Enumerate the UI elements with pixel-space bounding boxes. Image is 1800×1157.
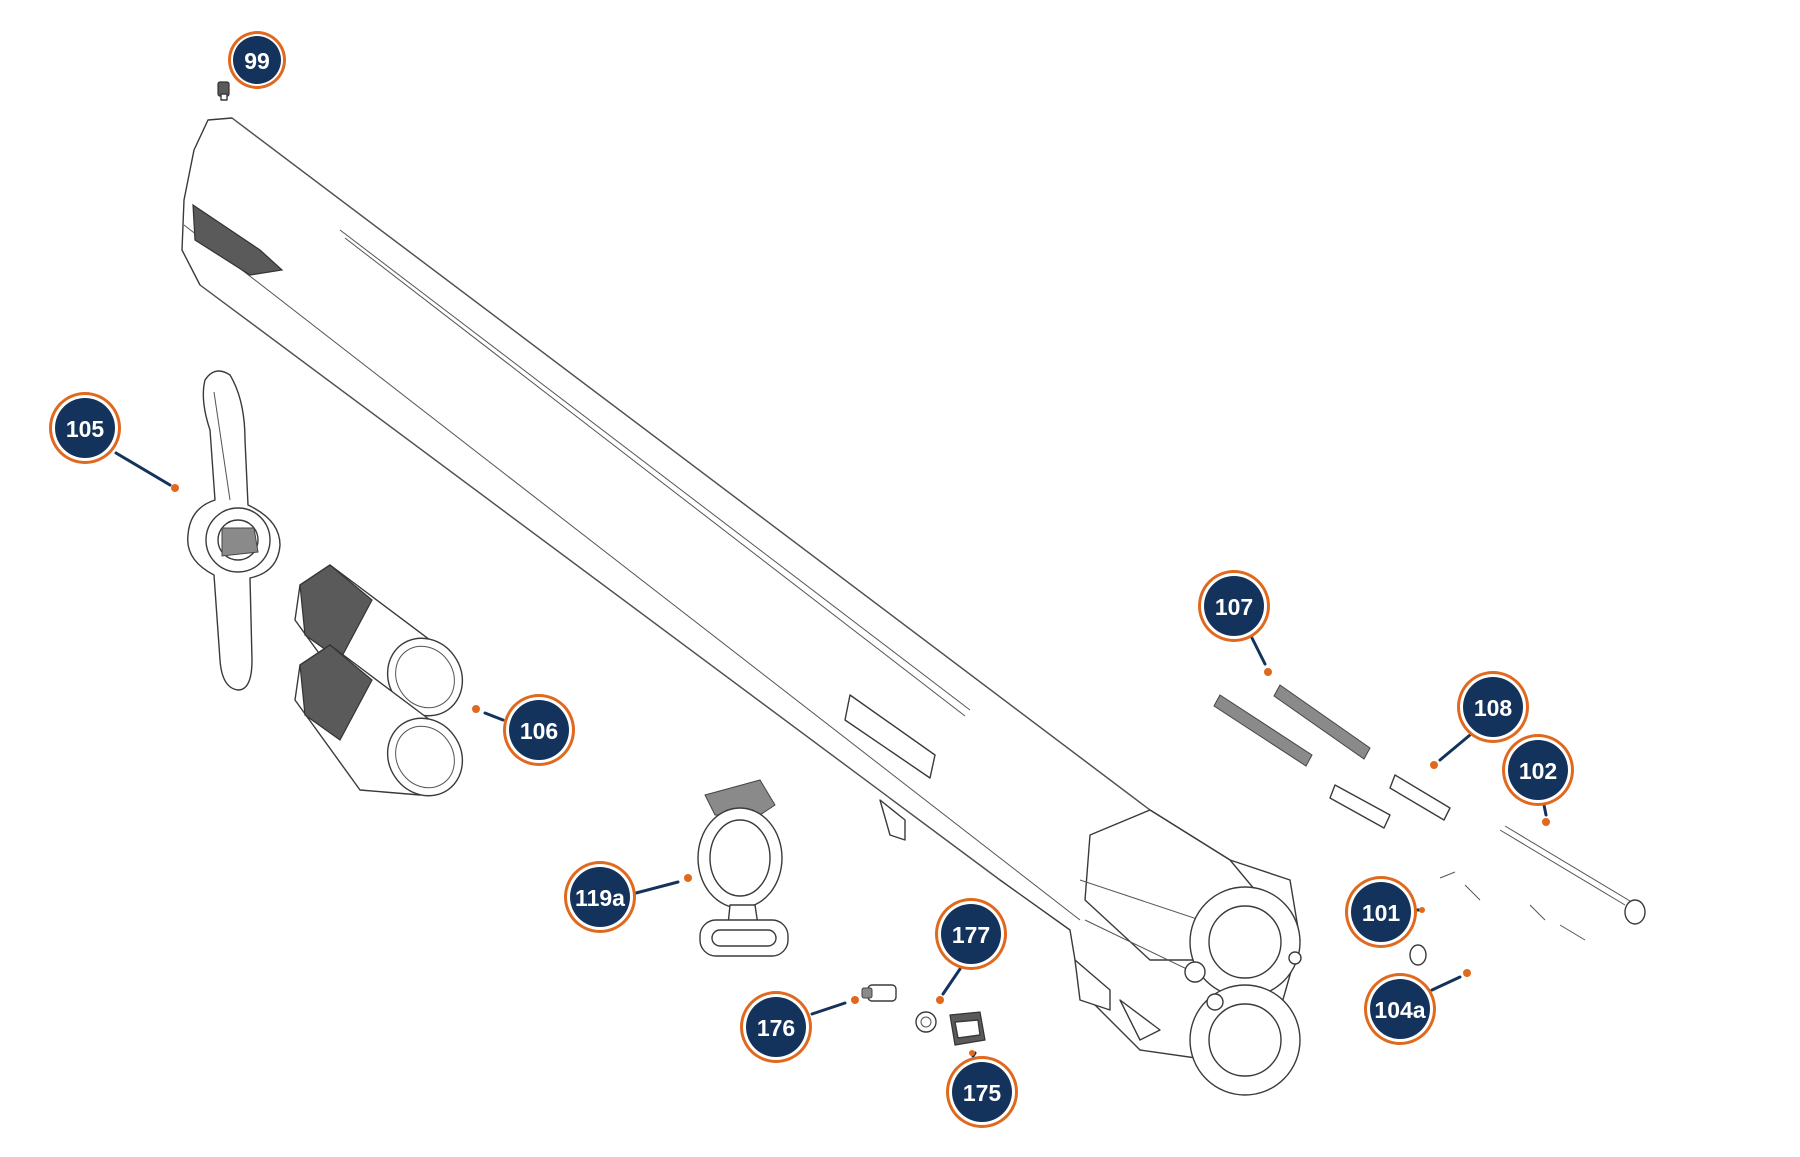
leader-dot bbox=[1463, 969, 1471, 977]
parts-illustration bbox=[181, 81, 1646, 1096]
callout-175-label: 175 bbox=[963, 1080, 1002, 1106]
callout-104a-label: 104a bbox=[1374, 997, 1425, 1023]
callouts: 99 105 106 107 bbox=[49, 31, 1574, 1128]
part-108-pins bbox=[1329, 774, 1451, 829]
part-106-choke-tubes bbox=[294, 564, 464, 797]
callout-176[interactable]: 176 bbox=[740, 991, 859, 1063]
callout-106-label: 106 bbox=[520, 718, 558, 744]
leader-dot bbox=[472, 705, 480, 713]
part-105-choke-wrench bbox=[187, 370, 281, 691]
callout-177-label: 177 bbox=[952, 922, 990, 948]
leader-line bbox=[1250, 636, 1267, 666]
leader-line bbox=[1542, 803, 1548, 817]
callout-105[interactable]: 105 bbox=[49, 392, 179, 492]
callout-119a-label: 119a bbox=[575, 885, 625, 911]
part-119a-barrel-band bbox=[697, 779, 789, 957]
leader-line bbox=[1438, 733, 1472, 762]
leader-dot bbox=[851, 996, 859, 1004]
callout-175[interactable]: 175 bbox=[946, 1050, 1018, 1128]
leader-line bbox=[941, 967, 962, 996]
callout-99-label: 99 bbox=[244, 48, 270, 74]
part-176-screw bbox=[861, 984, 897, 1002]
callout-108-label: 108 bbox=[1474, 695, 1513, 721]
leader-line bbox=[114, 451, 172, 487]
leader-dot bbox=[969, 1050, 975, 1056]
leader-dot bbox=[936, 996, 944, 1004]
callout-176-label: 176 bbox=[757, 1015, 795, 1041]
callout-107-label: 107 bbox=[1215, 594, 1253, 620]
callout-177[interactable]: 177 bbox=[935, 898, 1007, 1004]
part-107-springs bbox=[1213, 684, 1371, 767]
leader-dot bbox=[684, 874, 692, 882]
part-99-screw bbox=[217, 81, 230, 101]
leader-dot bbox=[1430, 761, 1438, 769]
leader-line bbox=[634, 880, 680, 895]
leader-dot bbox=[1542, 818, 1550, 826]
callout-102-label: 102 bbox=[1519, 758, 1557, 784]
callout-104a[interactable]: 104a bbox=[1364, 969, 1471, 1045]
part-177-washer bbox=[915, 1011, 937, 1033]
leader-dot bbox=[1264, 668, 1272, 676]
part-102-rod bbox=[1499, 825, 1646, 925]
callout-105-label: 105 bbox=[66, 416, 105, 442]
callout-119a[interactable]: 119a bbox=[564, 861, 692, 933]
callout-101-label: 101 bbox=[1362, 900, 1401, 926]
part-101-104a-hardware bbox=[1409, 871, 1586, 966]
callout-101[interactable]: 101 bbox=[1345, 876, 1425, 948]
leader-dot bbox=[1419, 907, 1425, 913]
leader-line bbox=[810, 1001, 847, 1016]
callout-99[interactable]: 99 bbox=[228, 31, 286, 89]
callout-106[interactable]: 106 bbox=[472, 694, 575, 766]
leader-line bbox=[1430, 975, 1462, 992]
part-175-nut-block bbox=[949, 1011, 986, 1046]
callout-102[interactable]: 102 bbox=[1502, 734, 1574, 826]
callout-107[interactable]: 107 bbox=[1198, 570, 1272, 676]
leader-line bbox=[483, 711, 505, 722]
leader-dot bbox=[171, 484, 179, 492]
barrel-assembly bbox=[181, 117, 1302, 1096]
callout-108[interactable]: 108 bbox=[1430, 671, 1529, 769]
